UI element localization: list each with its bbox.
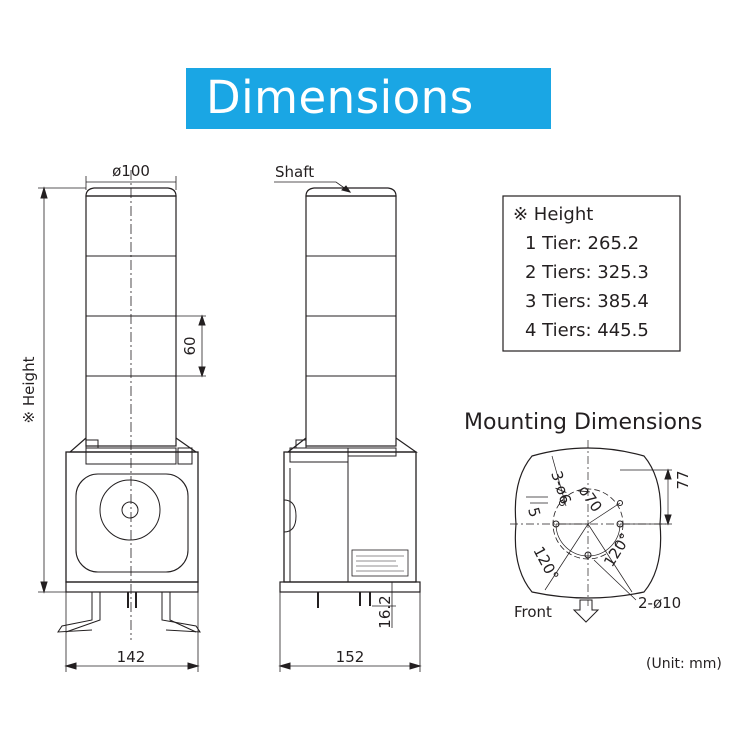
tier-height-label: 60 [181, 336, 199, 355]
angle-right-label: 120° [600, 530, 634, 570]
front-diameter-label: ø100 [112, 162, 150, 180]
foot-height-label: 16.2 [376, 595, 394, 628]
height-label: ※ Height [20, 356, 38, 423]
height-table-box [502, 195, 681, 352]
front-view [38, 170, 206, 672]
angle-left-label: 120° [529, 543, 562, 583]
height-table-header: ※ Height [513, 204, 593, 225]
page-title: Dimensions [206, 71, 474, 124]
dim-77-label: 77 [674, 470, 692, 489]
height-row-1: 1 Tier: 265.2 [525, 233, 639, 254]
mounting-title: Mounting Dimensions [464, 410, 702, 435]
height-row-3: 3 Tiers: 385.4 [525, 291, 649, 312]
side-view [274, 181, 422, 672]
shaft-label: Shaft [275, 163, 314, 181]
title-banner: Dimensions [186, 68, 551, 129]
offset-5-label: 5 [524, 505, 544, 519]
height-row-4: 4 Tiers: 445.5 [525, 320, 649, 341]
unit-note: (Unit: mm) [646, 656, 722, 672]
side-width-label: 152 [336, 648, 365, 666]
hole-label: 3-ø6 [547, 469, 575, 507]
front-label: Front [514, 603, 552, 621]
height-row-2: 2 Tiers: 325.3 [525, 262, 649, 283]
bolt-hole-label: 2-ø10 [638, 594, 681, 612]
front-width-label: 142 [117, 648, 146, 666]
mounting-diagram [510, 440, 672, 623]
pitch-circle-label: ø70 [575, 482, 606, 515]
